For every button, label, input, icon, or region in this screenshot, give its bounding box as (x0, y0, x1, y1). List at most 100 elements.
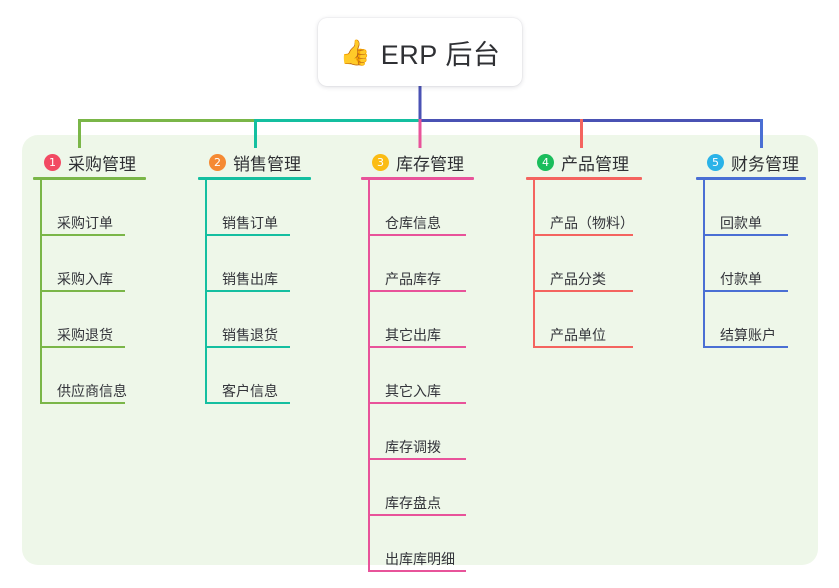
column-title-1: 采购管理 (68, 154, 136, 174)
list-item[interactable]: 其它出库 (361, 292, 466, 348)
list-item[interactable]: 库存盘点 (361, 460, 466, 516)
column-rule-5 (696, 177, 806, 180)
column-items-3: 仓库信息产品库存其它出库其它入库库存调拨库存盘点出库库明细 (361, 180, 466, 572)
list-item-label: 销售退货 (222, 326, 278, 343)
list-item[interactable]: 出库库明细 (361, 516, 466, 572)
column-header-5[interactable]: 5 财务管理 (696, 144, 806, 180)
list-item-label: 采购入库 (57, 270, 113, 287)
list-item[interactable]: 仓库信息 (361, 180, 466, 236)
column-items-2: 销售订单销售出库销售退货客户信息 (198, 180, 301, 404)
column-4: 4 产品管理产品（物料） 产品分类产品单位 (526, 144, 642, 348)
list-item-label: 库存盘点 (385, 494, 441, 511)
list-item-label: 库存调拨 (385, 438, 441, 455)
list-item-rule (533, 346, 633, 348)
list-item-label: 仓库信息 (385, 214, 441, 231)
column-badge-5: 5 (707, 153, 724, 171)
list-item-rule (368, 346, 466, 348)
column-rule-2 (198, 177, 311, 180)
column-badge-4: 4 (537, 153, 554, 171)
list-item[interactable]: 结算账户 (696, 292, 799, 348)
column-header-1[interactable]: 1 采购管理 (33, 144, 146, 180)
list-item-rule (368, 570, 466, 572)
column-5: 5 财务管理回款单付款单结算账户 (696, 144, 806, 348)
list-item-rule (205, 346, 290, 348)
list-item-label: 付款单 (720, 270, 762, 287)
column-stem-4 (533, 180, 535, 348)
list-item-rule (368, 290, 466, 292)
column-title-5: 财务管理 (731, 154, 799, 174)
list-item-rule (368, 458, 466, 460)
list-item-label: 采购订单 (57, 214, 113, 231)
column-stem-5 (703, 180, 705, 348)
list-item-label: 其它入库 (385, 382, 441, 399)
list-item-label: 产品分类 (550, 270, 606, 287)
column-stem-1 (40, 180, 42, 404)
list-item-label: 产品单位 (550, 326, 606, 343)
list-item[interactable]: 回款单 (696, 180, 799, 236)
list-item[interactable]: 产品库存 (361, 236, 466, 292)
column-badge-3: 3 (372, 153, 389, 171)
list-item-label: 采购退货 (57, 326, 113, 343)
root-node-card[interactable]: 👍 ERP 后台 (318, 18, 522, 86)
list-item-rule (40, 402, 125, 404)
list-item-rule (40, 234, 125, 236)
list-item-label: 结算账户 (720, 326, 776, 343)
list-item[interactable]: 销售出库 (198, 236, 301, 292)
list-item-rule (703, 290, 788, 292)
column-stem-3 (368, 180, 370, 572)
list-item-rule (40, 290, 125, 292)
list-item[interactable]: 销售订单 (198, 180, 301, 236)
list-item-rule (368, 234, 466, 236)
column-rule-3 (361, 177, 474, 180)
list-item-rule (205, 402, 290, 404)
column-stem-2 (205, 180, 207, 404)
list-item[interactable]: 供应商信息 (33, 348, 136, 404)
list-item-rule (533, 290, 633, 292)
list-item-label: 供应商信息 (57, 382, 127, 399)
list-item-rule (703, 346, 788, 348)
column-badge-1: 1 (44, 153, 61, 171)
list-item-rule (703, 234, 788, 236)
list-item[interactable]: 采购订单 (33, 180, 136, 236)
list-item[interactable]: 采购退货 (33, 292, 136, 348)
list-item[interactable]: 采购入库 (33, 236, 136, 292)
column-2: 2 销售管理销售订单销售出库销售退货客户信息 (198, 144, 311, 404)
list-item-label: 产品库存 (385, 270, 441, 287)
column-title-4: 产品管理 (561, 154, 629, 174)
list-item-label: 回款单 (720, 214, 762, 231)
column-title-2: 销售管理 (233, 154, 301, 174)
list-item-rule (368, 514, 466, 516)
column-badge-2: 2 (209, 153, 226, 171)
list-item[interactable]: 库存调拨 (361, 404, 466, 460)
list-item[interactable]: 付款单 (696, 236, 799, 292)
list-item-label: 产品（物料） (550, 214, 634, 231)
list-item[interactable]: 产品分类 (526, 236, 634, 292)
root-title: ERP 后台 (380, 39, 501, 70)
list-item[interactable]: 产品单位 (526, 292, 634, 348)
column-rule-1 (33, 177, 146, 180)
thumbs-up-icon: 👍 (339, 38, 371, 67)
column-header-4[interactable]: 4 产品管理 (526, 144, 642, 180)
column-items-4: 产品（物料） 产品分类产品单位 (526, 180, 634, 348)
column-items-1: 采购订单采购入库采购退货供应商信息 (33, 180, 136, 404)
column-rule-4 (526, 177, 642, 180)
list-item[interactable]: 产品（物料） (526, 180, 634, 236)
column-items-5: 回款单付款单结算账户 (696, 180, 799, 348)
list-item-label: 销售订单 (222, 214, 278, 231)
list-item-rule (205, 234, 290, 236)
list-item-label: 出库库明细 (385, 550, 455, 567)
list-item[interactable]: 销售退货 (198, 292, 301, 348)
list-item-label: 销售出库 (222, 270, 278, 287)
list-item-label: 客户信息 (222, 382, 278, 399)
list-item[interactable]: 客户信息 (198, 348, 301, 404)
column-header-2[interactable]: 2 销售管理 (198, 144, 311, 180)
list-item-rule (368, 402, 466, 404)
list-item-rule (205, 290, 290, 292)
diagram-panel (22, 135, 818, 565)
list-item-rule (533, 234, 633, 236)
list-item-label: 其它出库 (385, 326, 441, 343)
list-item[interactable]: 其它入库 (361, 348, 466, 404)
list-item-rule (40, 346, 125, 348)
